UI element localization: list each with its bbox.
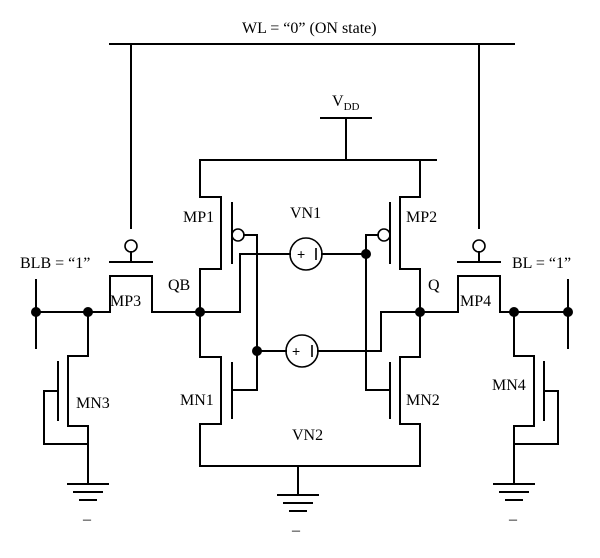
svg-text:+: + [297, 246, 305, 262]
node-mp2-gate [361, 249, 371, 259]
word-line [109, 43, 515, 229]
mn4-label: MN4 [492, 377, 526, 394]
qb-label: QB [168, 277, 190, 294]
mp4-label: MP4 [460, 293, 491, 310]
mp1-label: MP1 [183, 209, 214, 226]
mp2-label: MP2 [406, 209, 437, 226]
vdd-rail [199, 117, 437, 161]
bitline-blb [31, 279, 111, 349]
wordline-label: WL = “0” (ON state) [242, 20, 377, 37]
transistor-mp2 [365, 159, 437, 313]
mp3-label: MP3 [110, 293, 141, 310]
transistor-mn2 [365, 311, 421, 467]
transistor-mn4 [493, 311, 559, 501]
vn2-label: VN2 [292, 427, 323, 444]
mn1-label: MN1 [180, 392, 214, 409]
node-mn1-gate [252, 346, 262, 356]
vn1-label: VN1 [290, 205, 321, 222]
mn2-label: MN2 [406, 392, 440, 409]
bitline-bl [499, 279, 573, 349]
svg-text:+: + [292, 343, 300, 359]
mn3-label: MN3 [76, 395, 110, 412]
ground-minus-left: – [82, 511, 92, 528]
transistor-mp1 [199, 159, 258, 313]
ground-rail [199, 465, 421, 512]
voltage-source-vn2: + [285, 334, 319, 368]
transistor-mp3 [87, 239, 201, 313]
blb-label: BLB = “1” [20, 255, 90, 272]
q-label: Q [428, 277, 440, 294]
transistor-mn1 [199, 311, 258, 467]
vdd-label: VDD [332, 93, 360, 113]
bl-label: BL = “1” [512, 255, 571, 272]
ground-minus-center: – [291, 522, 301, 539]
voltage-source-vn1: + [289, 237, 323, 271]
transistor-mn3 [43, 311, 109, 501]
ground-minus-right: – [508, 511, 518, 528]
